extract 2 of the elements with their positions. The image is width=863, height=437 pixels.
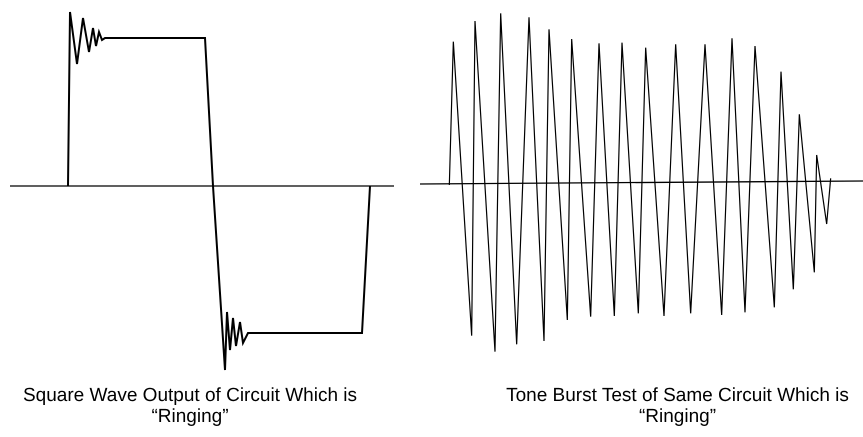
waveform-caption: Square Wave Output of Circuit Which is “Ringing”	[22, 385, 358, 427]
waveform-caption: Tone Burst Test of Same Circuit Which is “Ringing”	[505, 385, 850, 427]
